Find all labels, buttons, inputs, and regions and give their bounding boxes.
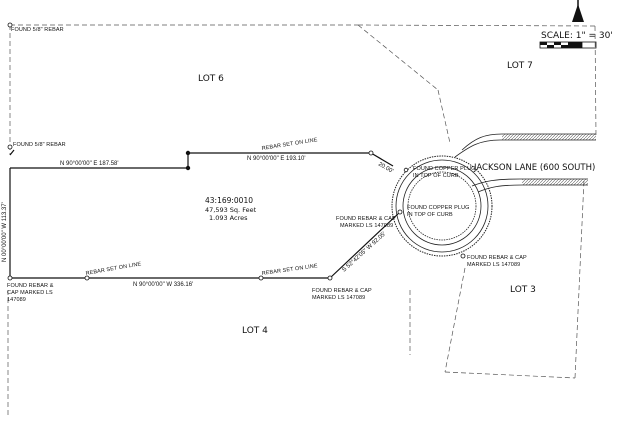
lot-3-label: LOT 3 xyxy=(510,285,536,295)
bearing-west-line: N 00°00'00" W 113.37' xyxy=(2,202,8,262)
scale-bar: SCALE: 1" = 30' xyxy=(539,31,613,49)
parcel-id: 43:169:0010 xyxy=(205,196,253,205)
note-rebar-cap-bottom-1: FOUND REBAR & CAP xyxy=(312,288,372,294)
note-found-rebar-left: FOUND 5/8" REBAR xyxy=(13,142,66,148)
note-rebar-cap-left-1: FOUND REBAR & xyxy=(7,283,54,289)
parcel-area-acres: 1.093 Acres xyxy=(209,214,248,222)
note-rebar-set-north: REBAR SET ON LINE xyxy=(261,137,318,152)
note-rebar-cap-right-2: MARKED LS 147089 xyxy=(467,262,520,268)
note-rebar-cap-left-2: CAP MARKED LS xyxy=(7,290,53,296)
note-rebar-set-south-west: REBAR SET ON LINE xyxy=(85,261,142,277)
bearing-southeast-diagonal: S 52°42'05" W 92.05' xyxy=(341,231,387,273)
bearing-north-west-segment: N 90°00'00" E 187.58' xyxy=(60,161,119,167)
street-name: JACKSON LANE (600 SOUTH) xyxy=(473,163,595,173)
note-found-rebar-top: FOUND 5/8" REBAR xyxy=(11,27,64,33)
note-copper-plug-mid-2: IN TOP OF CURB xyxy=(407,212,453,218)
note-rebar-cap-center-2: MARKED LS 147089 xyxy=(340,223,393,229)
cul-de-sac xyxy=(391,155,493,257)
bearing-south-line: N 90°00'00" W 336.16' xyxy=(133,282,193,288)
note-rebar-cap-bottom-2: MARKED LS 147089 xyxy=(312,295,365,301)
note-rebar-cap-center-1: FOUND REBAR & CAP xyxy=(336,216,396,222)
scale-label: SCALE: 1" = 30' xyxy=(541,31,613,41)
note-copper-plug-mid-1: FOUND COPPER PLUG xyxy=(407,205,470,211)
adjacent-lot-lines xyxy=(7,24,597,418)
lot-6-label: LOT 6 xyxy=(198,74,224,84)
lot-7-label: LOT 7 xyxy=(507,61,533,71)
parcel-boundary xyxy=(9,149,401,279)
bearing-northeast-diagonal: 20.00' xyxy=(377,162,394,175)
note-rebar-cap-right-1: FOUND REBAR & CAP xyxy=(467,255,527,261)
bearing-north-east-segment: N 90°00'00" E 193.10' xyxy=(247,156,306,162)
street-curbs xyxy=(454,133,596,193)
note-copper-plug-top-2: IN TOP OF CURB xyxy=(413,173,459,179)
parcel-area-sqft: 47,593 Sq. Feet xyxy=(205,206,257,214)
note-rebar-set-south-east: REBAR SET ON LINE xyxy=(261,263,318,277)
survey-monuments xyxy=(7,22,466,281)
lot-4-label: LOT 4 xyxy=(242,326,268,336)
note-copper-plug-top-1: FOUND COPPER PLUG xyxy=(413,166,476,172)
note-rebar-cap-left-3: 147089 xyxy=(7,297,26,303)
north-arrow-icon xyxy=(572,0,584,22)
